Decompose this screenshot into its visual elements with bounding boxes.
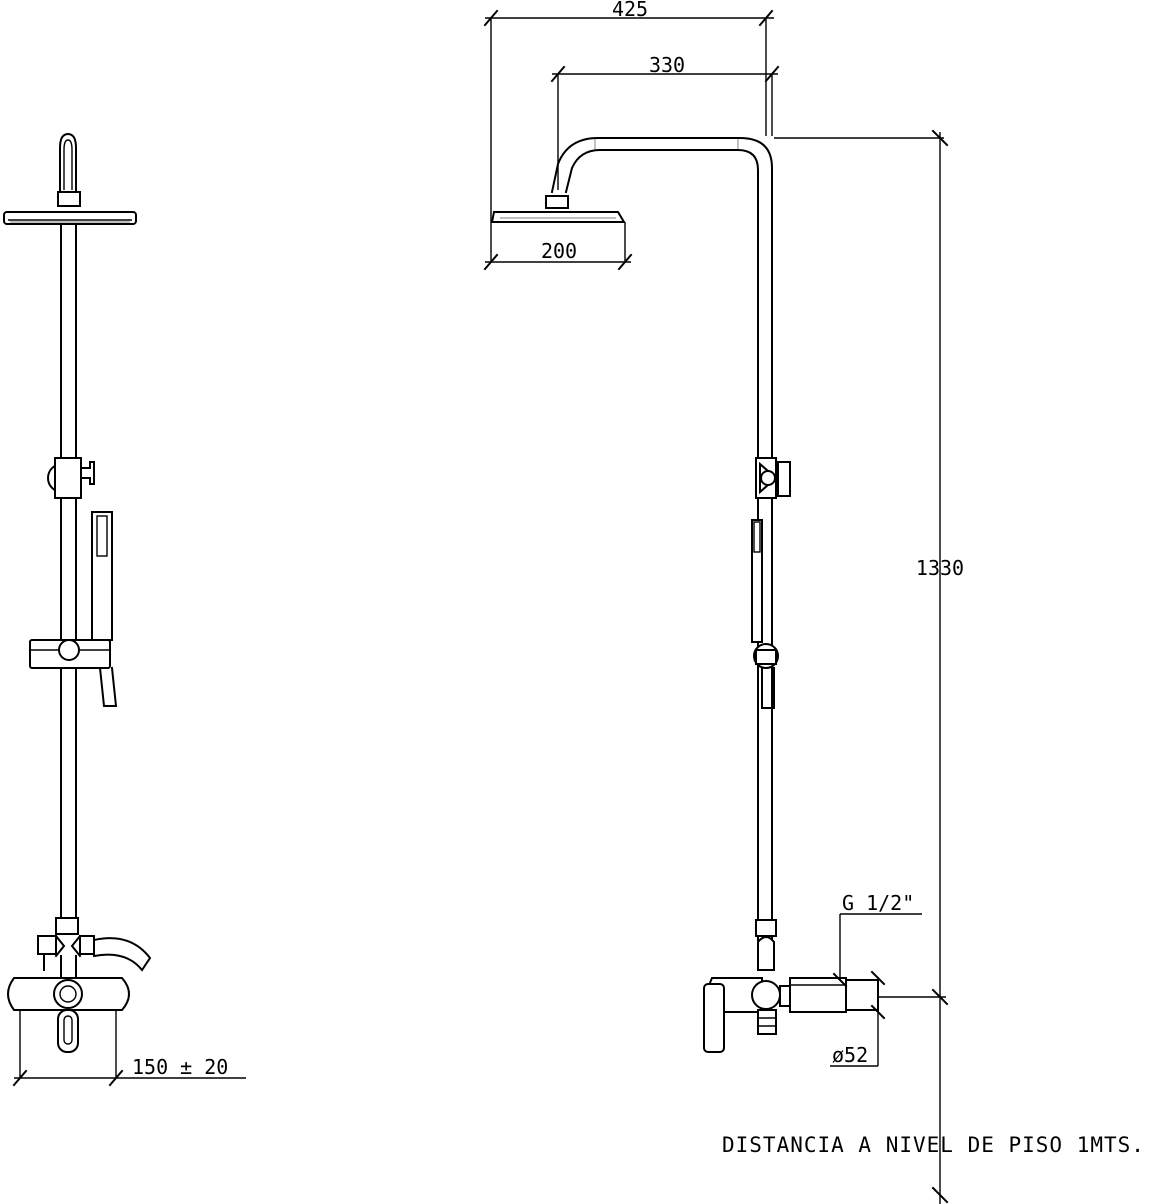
dim-head-diameter: 200	[541, 239, 577, 263]
floor-distance-note: DISTANCIA A NIVEL DE PISO 1MTS.	[722, 1133, 1145, 1157]
dim-inlet-spacing: 150 ± 20	[132, 1055, 228, 1079]
front-view	[3, 132, 152, 1053]
dim-connection-thread: G 1/2"	[842, 891, 914, 915]
dim-height: 1330	[916, 556, 964, 580]
dim-flange-diameter: ø52	[832, 1043, 868, 1067]
side-view	[490, 137, 879, 1053]
dimension-lines	[12, 9, 949, 1204]
dim-overall-width: 425	[612, 0, 648, 21]
dim-arm-length: 330	[649, 53, 685, 77]
